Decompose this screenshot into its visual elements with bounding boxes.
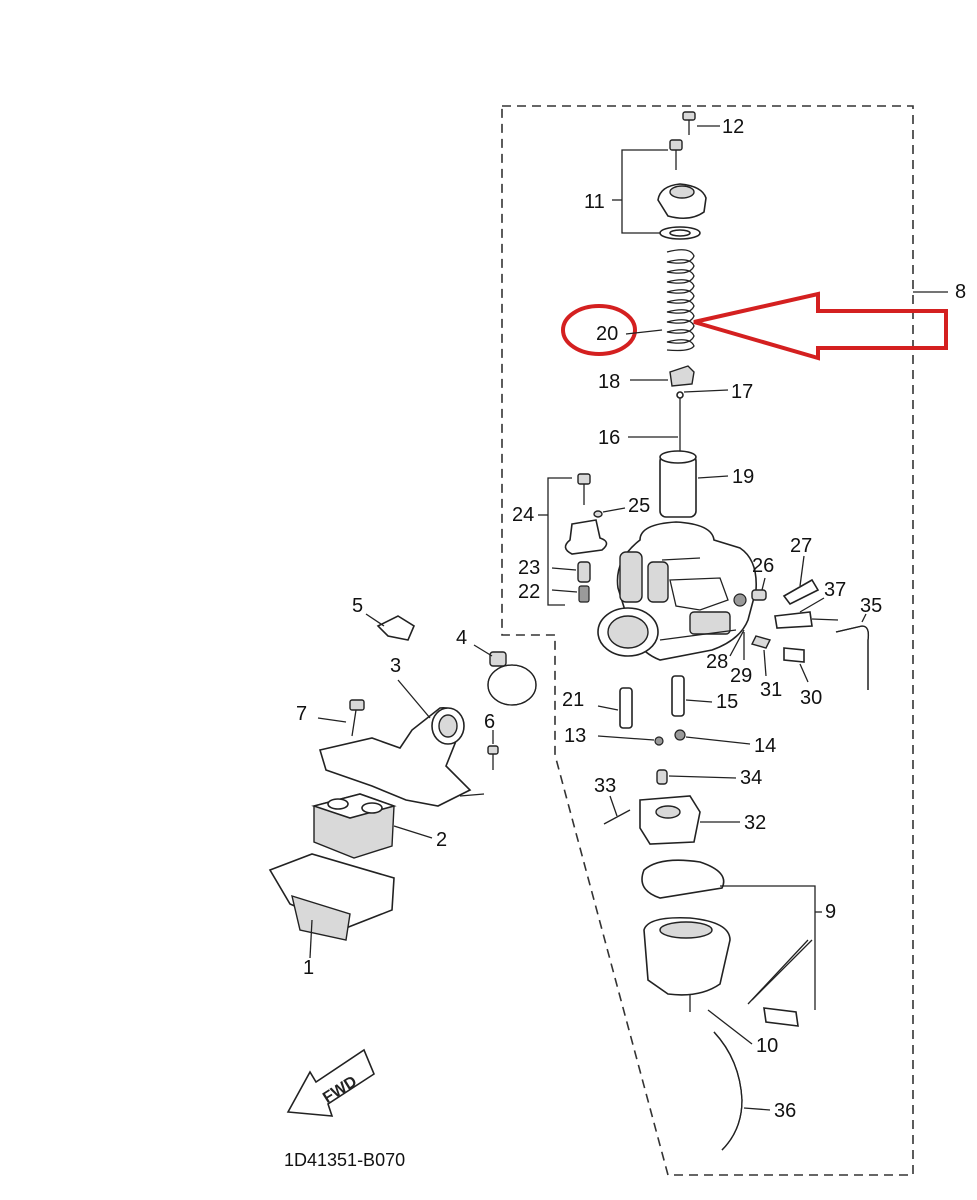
part-11-cap-assembly	[612, 139, 707, 240]
part-32-float	[639, 795, 740, 845]
callout-35: 35	[860, 595, 882, 617]
highlight-arrow-icon	[693, 291, 948, 361]
part-15-jet	[671, 675, 713, 717]
assembly-boundary	[501, 105, 914, 1176]
part-23-spring	[551, 561, 591, 583]
part-22-jet	[551, 585, 590, 603]
part-7-bolt	[317, 699, 365, 737]
callout-2: 2	[436, 829, 447, 851]
part-35-hose	[835, 613, 870, 690]
callout-23: 23	[518, 557, 540, 579]
callout-22: 22	[518, 581, 540, 603]
part-18-retainer	[630, 365, 695, 387]
callout-18: 18	[598, 371, 620, 393]
callout-21: 21	[562, 689, 584, 711]
part-34-needle-valve	[656, 769, 737, 785]
callout-19: 19	[732, 466, 754, 488]
part-17-clip	[676, 389, 729, 399]
part-4-clamp	[473, 644, 537, 706]
callout-24: 24	[512, 504, 534, 526]
part-6-screw	[487, 730, 499, 770]
callout-37: 37	[824, 579, 846, 601]
part-9-gasket-group	[641, 859, 822, 1010]
part-10-drain	[707, 1009, 753, 1045]
part-12-screw	[682, 111, 720, 135]
part-26-spring	[751, 577, 767, 601]
callout-25: 25	[628, 495, 650, 517]
callout-17: 17	[731, 381, 753, 403]
carburetor-body	[597, 521, 757, 661]
callout-20: 20	[596, 323, 618, 345]
diagram-code: 1D41351-B070	[284, 1150, 405, 1170]
part-21-jet	[597, 687, 633, 729]
part-28-29-31-30-parts	[729, 629, 809, 683]
callout-7: 7	[296, 703, 307, 725]
part-33-pin	[603, 795, 631, 825]
part-37-screw	[774, 597, 839, 629]
callout-31: 31	[760, 679, 782, 701]
callout-13: 13	[564, 725, 586, 747]
callout-11: 11	[584, 191, 605, 213]
callout-36: 36	[774, 1100, 796, 1122]
callout-30: 30	[800, 687, 822, 709]
part-1-reed-plate	[268, 853, 395, 959]
part-16-needle	[628, 398, 681, 455]
callout-3: 3	[390, 655, 401, 677]
part-5-clip	[365, 613, 416, 641]
part-20-spring	[666, 249, 695, 352]
callout-6: 6	[484, 711, 495, 733]
part-19-slide	[659, 450, 729, 518]
part-3-manifold	[318, 679, 485, 807]
callout-15: 15	[716, 691, 738, 713]
callout-10: 10	[756, 1035, 778, 1057]
part-13-jet	[597, 735, 664, 746]
callout-29: 29	[730, 665, 752, 687]
callout-34: 34	[740, 767, 762, 789]
part-14-jet	[674, 729, 751, 745]
part-2-insulator	[311, 793, 433, 859]
highlight-circle	[561, 304, 637, 356]
callout-1: 1	[303, 957, 314, 979]
part-36-hose	[713, 1031, 771, 1151]
part-float-bowl	[643, 916, 813, 1027]
callout-4: 4	[456, 627, 467, 649]
callout-12: 12	[722, 116, 744, 138]
part-27-screw	[782, 555, 820, 606]
callout-9: 9	[825, 901, 836, 923]
part-24-bracket-group	[538, 473, 608, 606]
callout-14: 14	[754, 735, 776, 757]
fwd-arrow-icon: FWD	[286, 1048, 375, 1117]
callout-33: 33	[594, 775, 616, 797]
callout-5: 5	[352, 595, 363, 617]
part-25-washer	[593, 507, 626, 518]
callout-32: 32	[744, 812, 766, 834]
callout-27: 27	[790, 535, 812, 557]
callout-8: 8	[955, 281, 966, 303]
callout-26: 26	[752, 555, 774, 577]
callout-28: 28	[706, 651, 728, 673]
callout-16: 16	[598, 427, 620, 449]
